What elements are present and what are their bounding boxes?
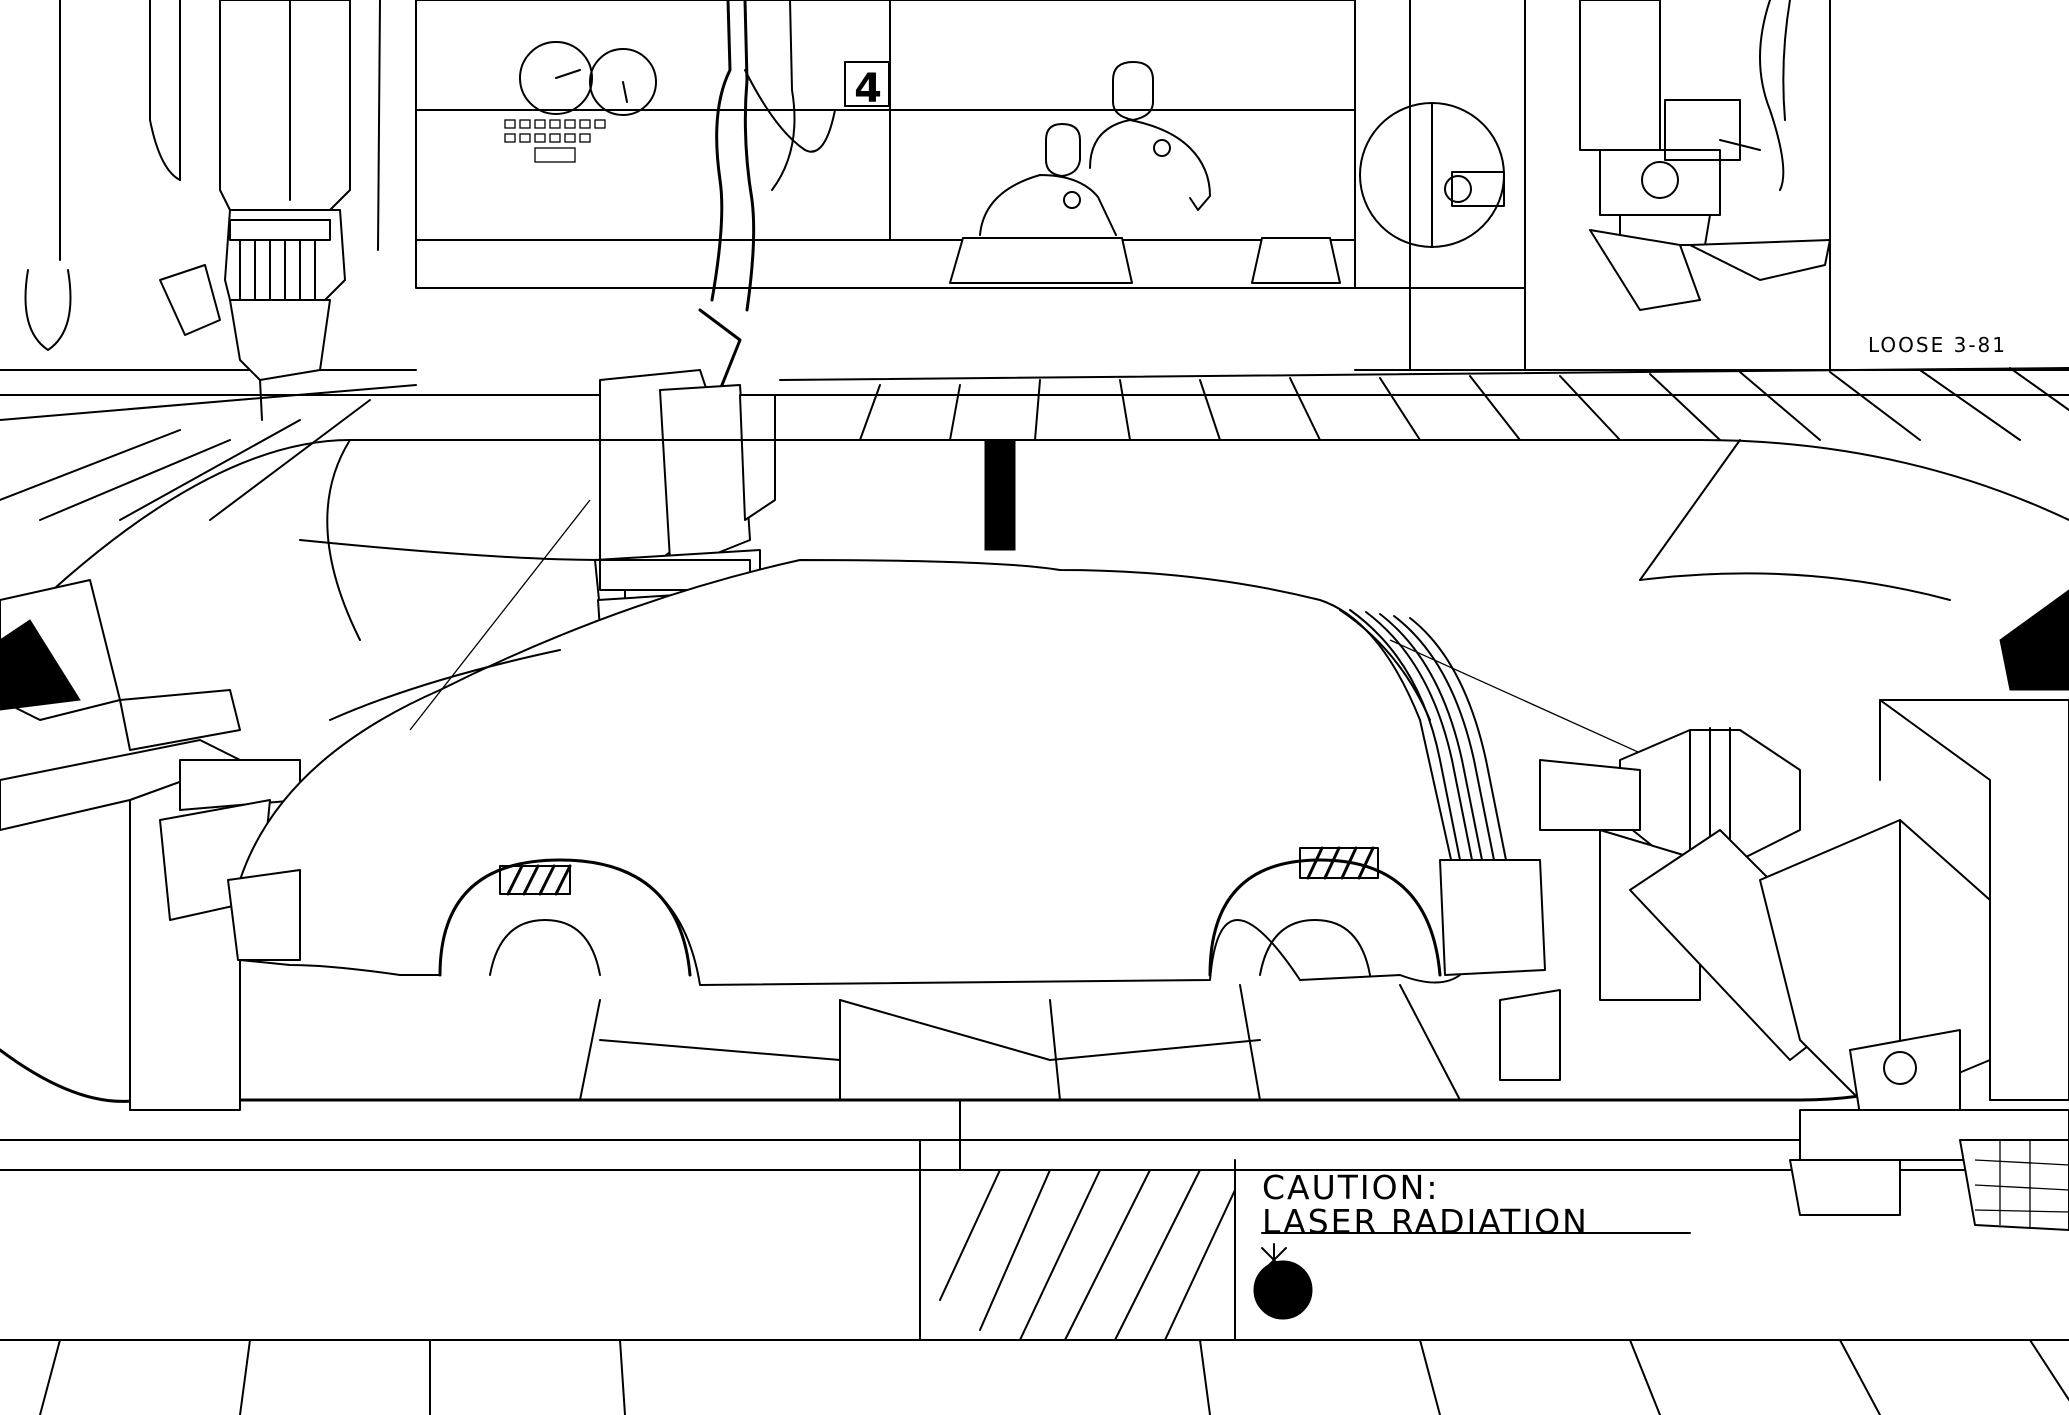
bay-number-plate: 4 — [854, 66, 882, 112]
laser-hazard-dot-icon — [1253, 1260, 1313, 1320]
hazard-stripe-icon — [499, 846, 1379, 896]
control-room-back-wall — [0, 0, 2069, 396]
artist-signature: LOOSE 3-81 — [1868, 333, 2007, 357]
hazard-stripe-panel — [939, 1169, 1236, 1341]
ceiling-robot-center — [594, 0, 836, 631]
ceiling-robot-right — [1579, 0, 1831, 311]
control-panel-buttons — [504, 119, 606, 163]
car-body-shell — [227, 499, 1701, 986]
warning-sign-title: CAUTION: — [1262, 1168, 1440, 1207]
right-pedestal — [1879, 589, 2069, 1101]
ceiling-robot-left — [24, 0, 381, 421]
left-pedestal — [0, 579, 301, 1111]
warning-sign-body: LASER RADIATION — [1262, 1202, 1589, 1241]
upper-floor-grid — [0, 367, 2069, 551]
right-welding-robot — [1499, 727, 2069, 1231]
operator-figures — [979, 61, 1211, 236]
